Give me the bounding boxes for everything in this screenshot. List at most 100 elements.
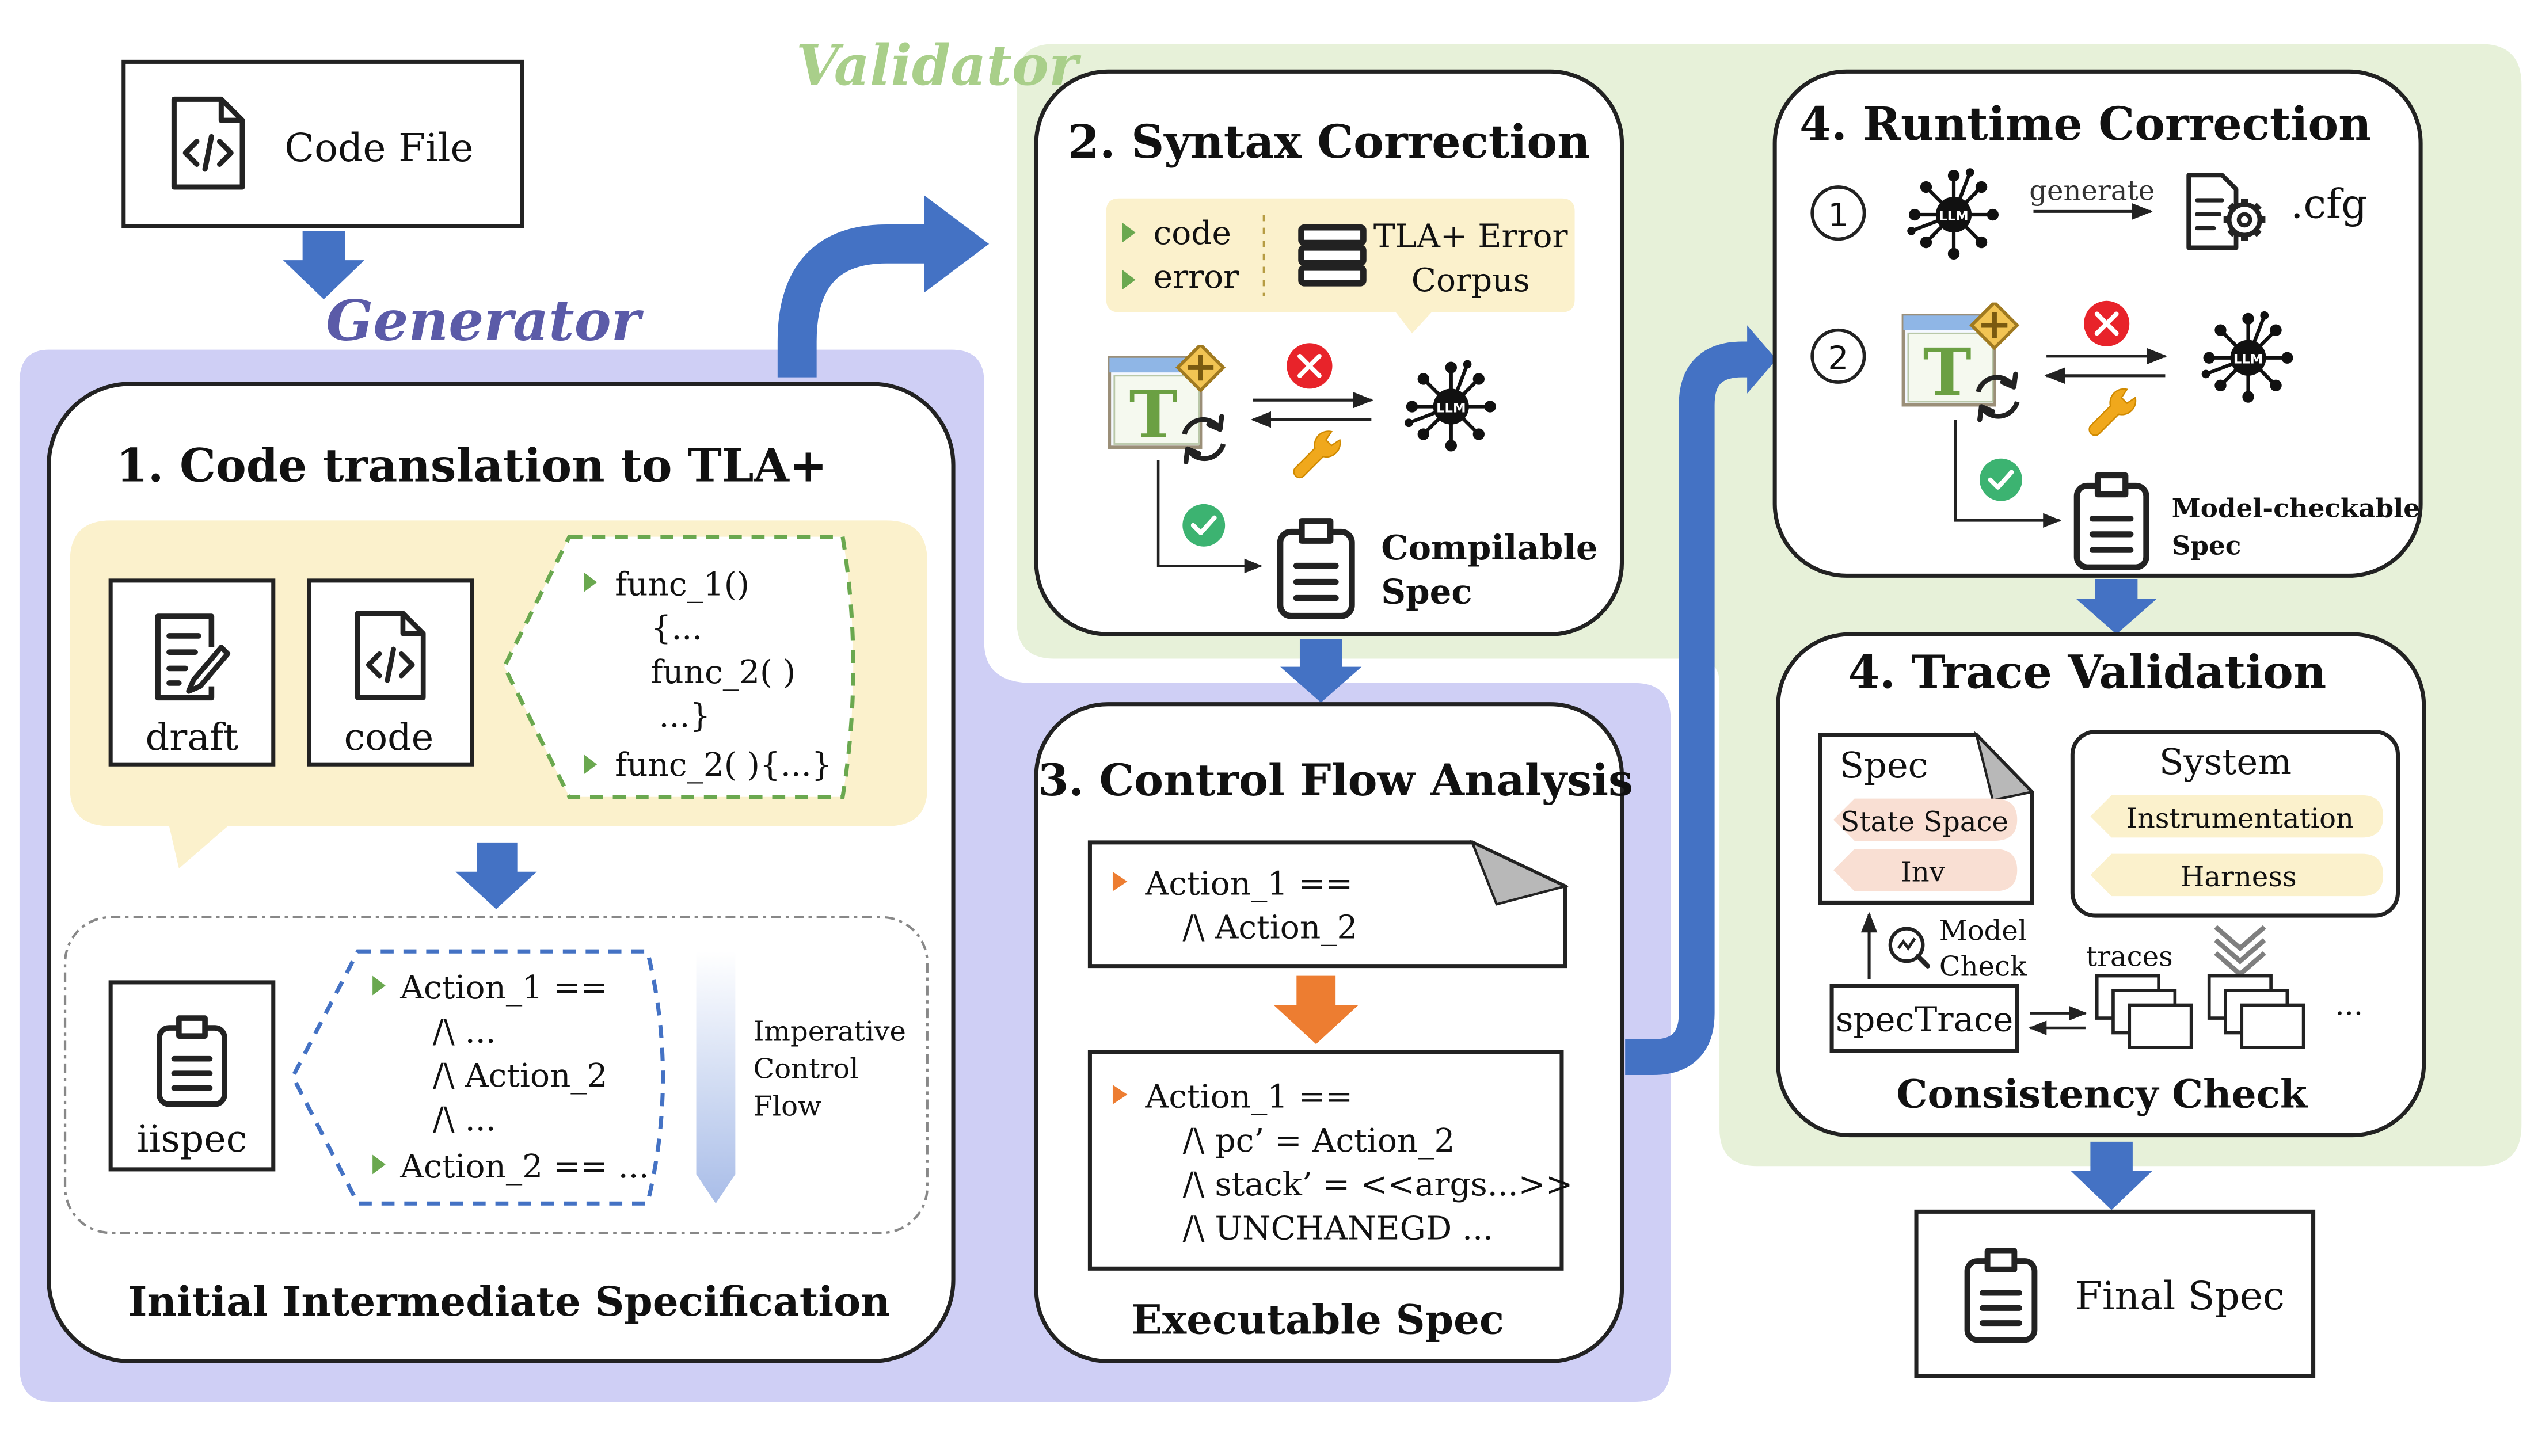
- func-line-1: func_1(): [615, 566, 749, 603]
- step-1-circle: [1810, 185, 1866, 241]
- runtime-title: 4. Runtime Correction: [1799, 97, 2372, 151]
- imperative-flow-arrow: [696, 951, 736, 1204]
- traces-label: traces: [2086, 941, 2173, 973]
- draft-card: [108, 578, 276, 767]
- syntax-title: 2. Syntax Correction: [1068, 115, 1590, 169]
- syntax-bullet-error: [1122, 270, 1136, 290]
- error-icon-step2: [2084, 301, 2129, 346]
- trace-stack-1: [2095, 974, 2193, 1049]
- state-space-label: State Space: [1840, 806, 2008, 838]
- action-line-4: /\ ...: [433, 1101, 496, 1138]
- compilable-line-2: Spec: [1381, 571, 1472, 611]
- syntax-bullet-code: [1122, 223, 1136, 243]
- arrow-syntax-to-control: [1280, 639, 1362, 703]
- harness-label: Harness: [2181, 861, 2297, 893]
- func-hexagon: [502, 535, 855, 799]
- state-space-pill: [1833, 798, 2018, 841]
- action-line-5: Action_2 == ...: [399, 1148, 649, 1186]
- arrow-runtime-to-trace: [2075, 579, 2158, 635]
- model-check-icon: [1888, 927, 1931, 969]
- step-2-circle: [1810, 328, 1866, 384]
- generate-label: generate: [2029, 175, 2155, 207]
- code-file-label: Code File: [284, 125, 473, 170]
- check-icon: [1182, 504, 1225, 547]
- code-icon: [357, 613, 423, 697]
- control-bottom-line-1: Action_1 ==: [1145, 1078, 1353, 1116]
- spec-title: Spec: [1840, 744, 1928, 786]
- arrow-control-to-runtime: [1625, 341, 1752, 1075]
- trace-stack-2: [2207, 974, 2305, 1049]
- syntax-item-error: error: [1154, 258, 1240, 296]
- action-line-2: /\ ...: [433, 1013, 496, 1050]
- syntax-item-code: code: [1154, 215, 1231, 252]
- model-checkable-line-1: Model-checkable: [2172, 493, 2420, 524]
- arrow-generator-to-syntax-head: [924, 195, 990, 293]
- final-spec-icon: [1968, 1251, 2035, 1340]
- harness-pill: [2090, 853, 2384, 897]
- compilable-spec-icon: [1280, 521, 1352, 616]
- control-bottom-bullet: [1112, 1084, 1128, 1104]
- control-bottom-line-3: /\ stack’ = <<args...>>: [1183, 1166, 1573, 1203]
- control-top-note-fold: [1470, 840, 1569, 906]
- flow-line-1: Imperative: [753, 1016, 906, 1048]
- func-line-4: ...}: [659, 697, 711, 735]
- control-bottom-note: [1087, 1050, 1564, 1271]
- draft-label: draft: [146, 716, 239, 759]
- final-spec-label: Final Spec: [2075, 1273, 2285, 1318]
- control-bottom-line-4: /\ UNCHANEGD ...: [1183, 1210, 1494, 1247]
- func-line-3: func_2( ): [650, 654, 796, 691]
- func-line-5: func_2( ){...}: [615, 746, 832, 784]
- inv-pill: [1833, 849, 2018, 891]
- arrow-control-to-runtime-head: [1747, 325, 1776, 394]
- func-bullet-2: [584, 754, 598, 775]
- inv-label: Inv: [1901, 856, 1945, 889]
- model-checkable-line-2: Spec: [2172, 531, 2242, 561]
- iispec-label: iispec: [137, 1118, 247, 1161]
- instrumentation-pill: [2090, 795, 2384, 838]
- control-top-line-1: Action_1 ==: [1145, 865, 1353, 902]
- database-icon: [1302, 227, 1364, 283]
- control-top-note: [1087, 840, 1567, 969]
- code-label: code: [344, 716, 434, 759]
- system-title: System: [2159, 741, 2292, 783]
- action-bullet-2: [372, 1154, 386, 1175]
- step-1-label: 1: [1828, 197, 1848, 234]
- translation-title: 1. Code translation to TLA+: [116, 439, 827, 492]
- control-bottom-line-2: /\ pc’ = Action_2: [1183, 1122, 1455, 1160]
- model-check-line-2: Check: [1939, 951, 2027, 983]
- func-bullet-1: [584, 572, 598, 592]
- step-2-label: 2: [1828, 340, 1848, 378]
- runtime-check-connector: [1954, 420, 2061, 528]
- cfg-label: .cfg: [2290, 180, 2367, 228]
- generator-title: Generator: [326, 288, 644, 353]
- trace-footer: Consistency Check: [1896, 1071, 2308, 1117]
- validator-title: Validator: [796, 33, 1082, 98]
- control-top-bullet: [1112, 871, 1128, 891]
- model-checkable-spec-icon: [2077, 475, 2147, 567]
- arrow-orange-down: [1273, 975, 1359, 1045]
- control-flow-title: 3. Control Flow Analysis: [1038, 754, 1633, 806]
- syntax-compile-connector: [1156, 460, 1263, 574]
- arrow-trace-to-final: [2071, 1141, 2152, 1210]
- translation-footer: Initial Intermediate Specification: [128, 1278, 890, 1325]
- traces-ellipsis: ...: [2335, 988, 2363, 1022]
- check-icon-step2: [1980, 459, 2022, 501]
- trace-title: 4. Trace Validation: [1848, 645, 2326, 699]
- func-line-2: {...: [650, 610, 702, 647]
- spec-doc-fold: [1974, 731, 2034, 802]
- clipboard-icon: [159, 1018, 224, 1104]
- spectrace-box: [1829, 984, 2019, 1053]
- error-icon: [1287, 343, 1332, 388]
- model-check-line-1: Model: [1939, 914, 2027, 947]
- flow-line-2: Control: [753, 1053, 858, 1085]
- action-hexagon: [290, 949, 665, 1206]
- flow-line-3: Flow: [753, 1091, 821, 1123]
- arrow-code-to-generator: [283, 231, 365, 299]
- arrow-generator-to-syntax: [777, 224, 927, 378]
- arrow-panel-to-iispec: [455, 842, 537, 909]
- code-file-icon: [174, 99, 242, 187]
- corpus-line-2: Corpus: [1411, 262, 1530, 299]
- action-bullet-1: [372, 975, 386, 996]
- spectrace-label: specTrace: [1836, 1000, 2013, 1039]
